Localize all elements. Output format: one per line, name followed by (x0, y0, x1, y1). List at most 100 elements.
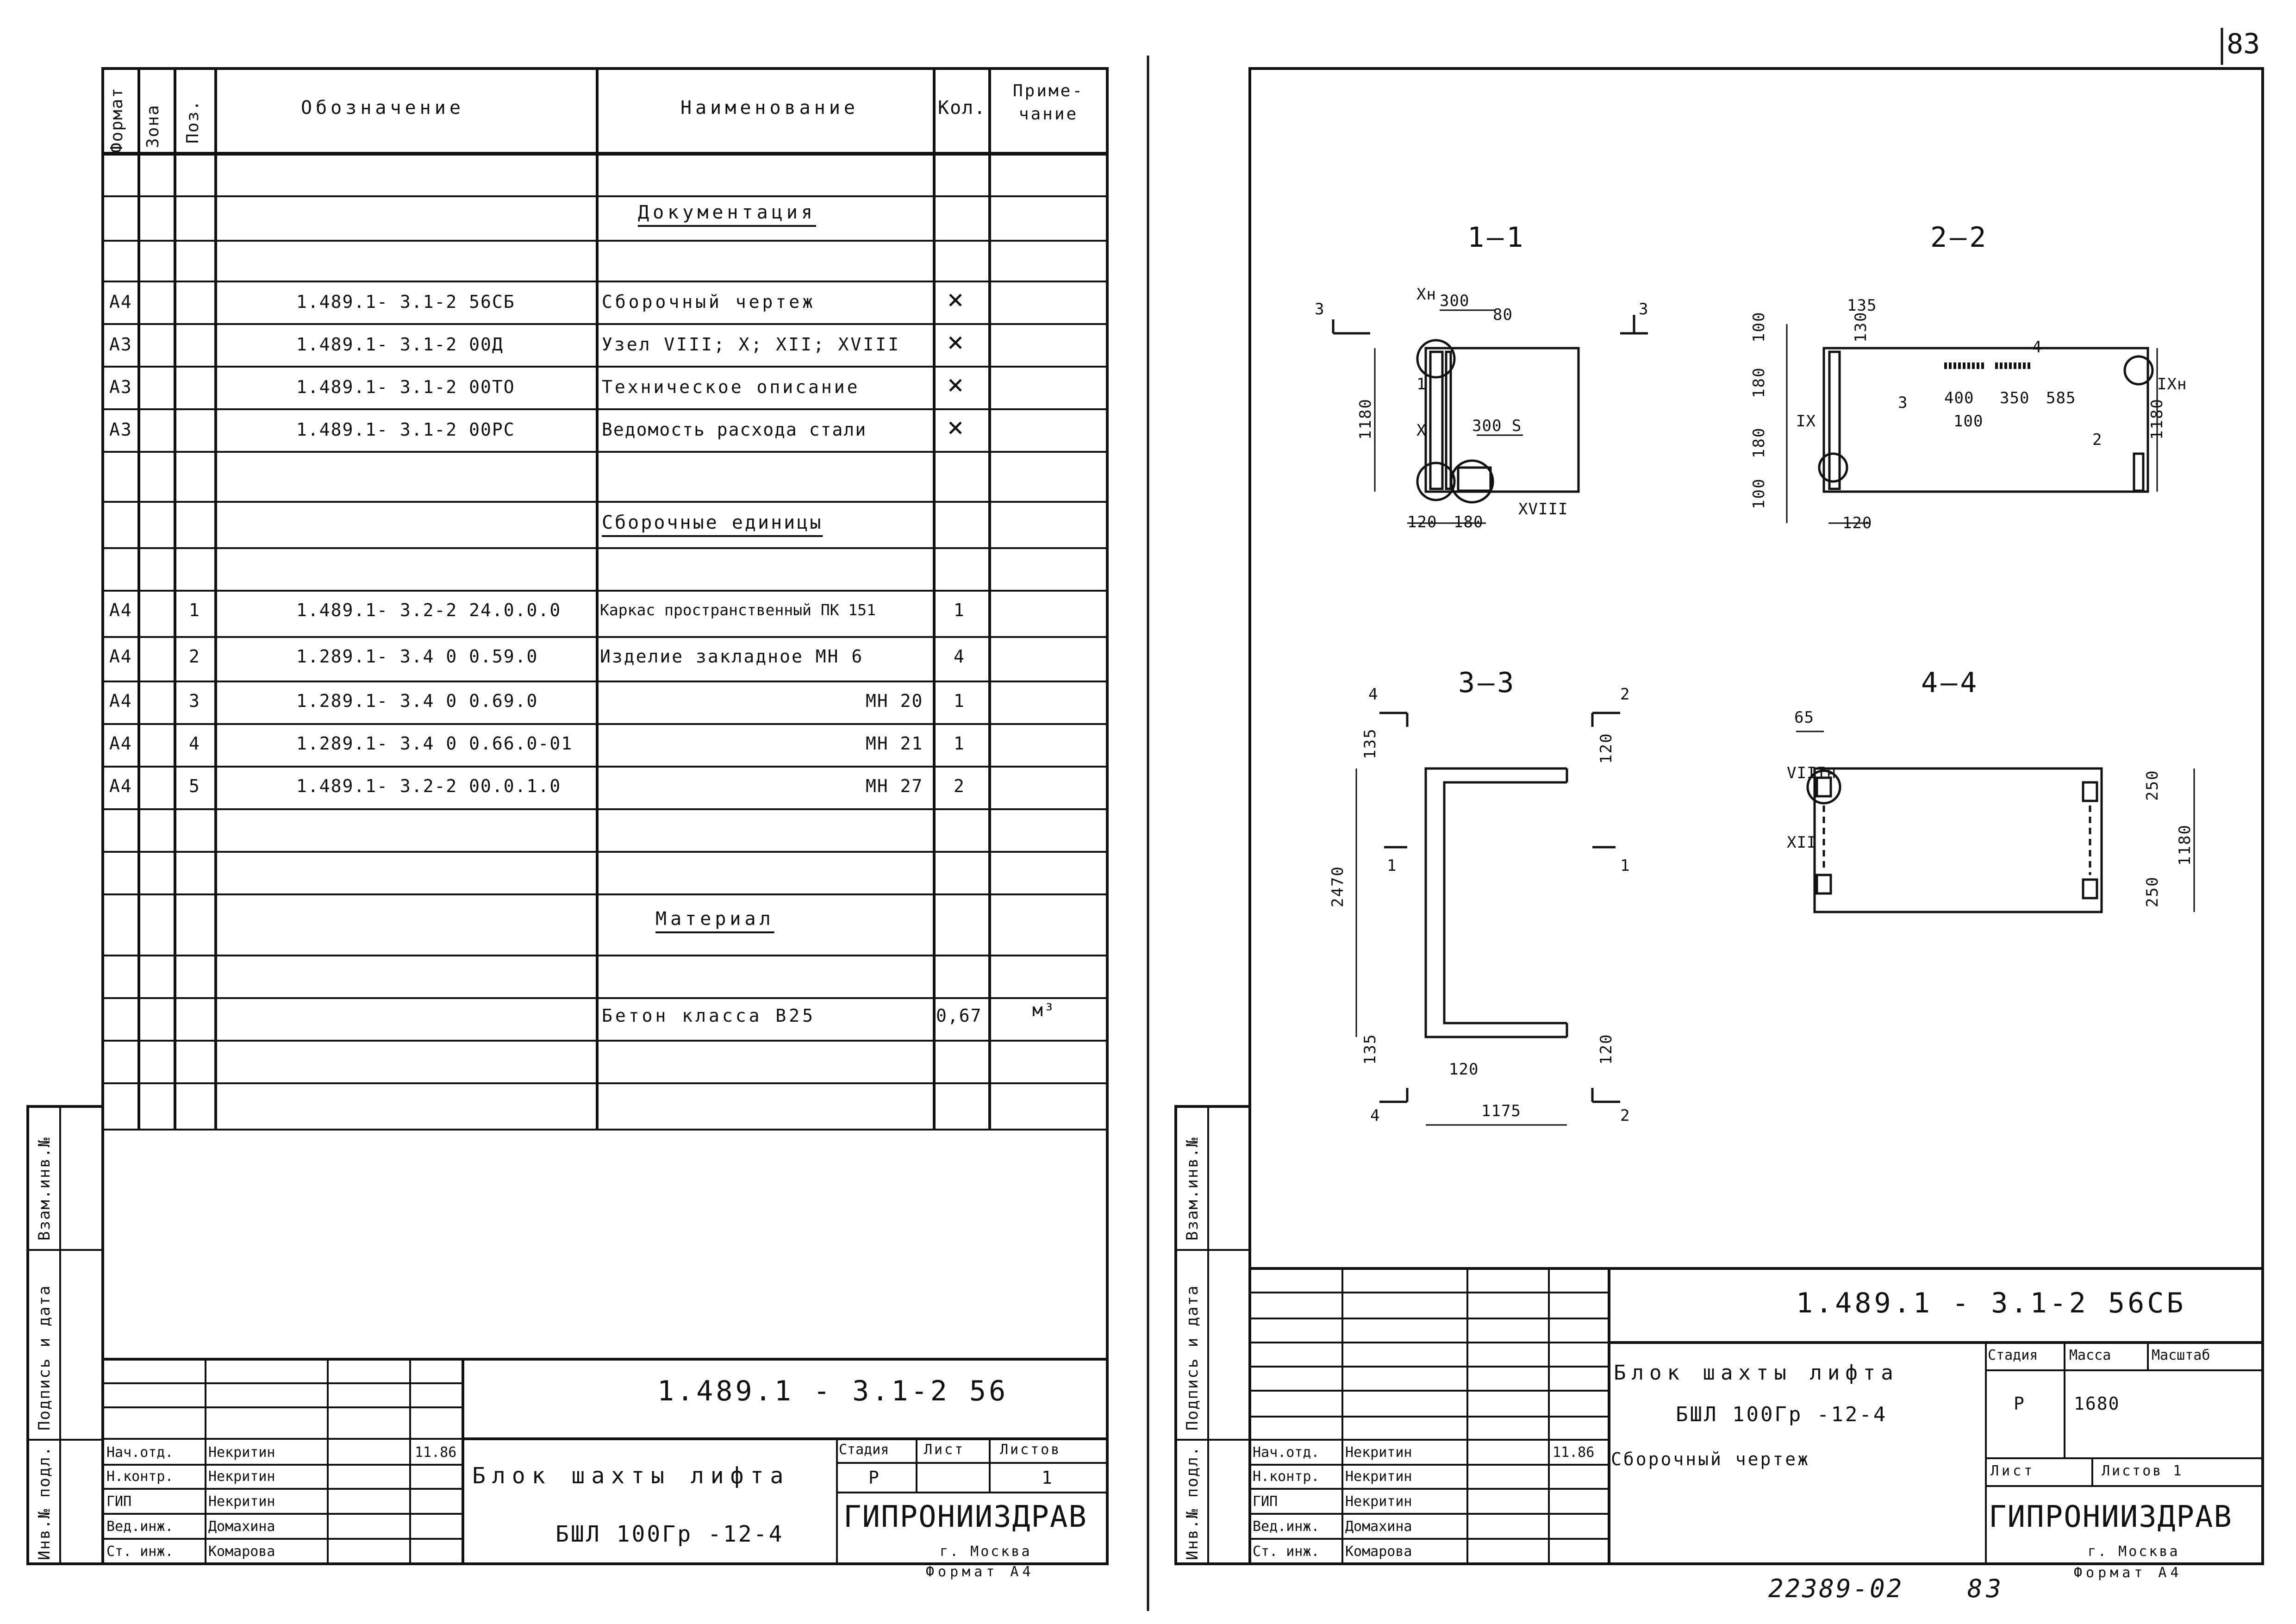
mark-label: IX (1796, 412, 1816, 431)
row-designation: 1.489.1- 3.2-2 00.0.1.0 (296, 776, 562, 796)
left-stage: Р (868, 1468, 880, 1488)
dim-label: 135 (1361, 728, 1379, 759)
dim-label: 135 (1847, 296, 1877, 315)
left-title-1: Блок шахты лифта (472, 1463, 790, 1489)
row-name: Ведомость расхода стали (602, 419, 867, 440)
dim-label: 120 (1407, 513, 1437, 531)
left-sheet-header: Лист (924, 1442, 965, 1458)
side-label-podpis: Подпись и дата (35, 1285, 54, 1430)
right-role: Вед.инж. (1253, 1518, 1320, 1535)
row-format: А4 (109, 600, 132, 620)
right-title-2: БШЛ 100Гр -12-4 (1676, 1403, 1888, 1426)
dim-label: 120 (1842, 514, 1872, 532)
dim-label: 1180 (2148, 398, 2166, 440)
left-sheet: 1 (1042, 1468, 1053, 1488)
dim-label: 65 (1794, 708, 1814, 727)
mark-label: 1 (1387, 856, 1397, 875)
section-3-3 (1355, 712, 1620, 1126)
row-mark: × (947, 411, 967, 443)
dim-label: 250 (2143, 876, 2162, 907)
row-designation: 1.489.1- 3.1-2 00ТО (296, 377, 515, 397)
row-name: Сборочный чертеж (602, 292, 816, 312)
row-designation: 1.489.1- 3.1-2 00РС (296, 419, 515, 440)
col-name-header: Наименование (680, 97, 859, 119)
section-label-3-3: 3—3 (1458, 667, 1517, 699)
mark-label: Xн (1416, 285, 1436, 304)
dim-label: 135 (1361, 1033, 1379, 1065)
row-name: МН 21 (866, 733, 923, 754)
row-qty: 1 (954, 733, 965, 754)
row-name: Узел VIII; X; XII; XVIII (602, 334, 901, 355)
dim-label: 80 (1493, 306, 1513, 324)
archive-number: 22389-02 (1768, 1574, 1904, 1603)
section-material: Материал (655, 908, 774, 930)
bottom-page-number: 83 (1967, 1574, 2005, 1603)
left-org: ГИПРОНИИЗДРАВ (843, 1500, 1087, 1534)
row-qty: 4 (954, 646, 965, 667)
material-name: Бетон класса В25 (602, 1006, 816, 1026)
right-date: 11.86 (1553, 1444, 1595, 1461)
dim-label: 180 (1750, 427, 1768, 458)
mark-label: VIIIн (1787, 764, 1837, 782)
left-title-2: БШЛ 100Гр -12-4 (555, 1521, 784, 1547)
mark-label: 4 (1370, 1106, 1380, 1125)
left-person: Некритин (208, 1444, 275, 1461)
dim-label: 100 (1750, 478, 1768, 509)
row-format: А4 (109, 691, 132, 711)
section-label-1-1: 1—1 (1467, 221, 1526, 254)
dim-label: 120 (1449, 1060, 1479, 1079)
dim-label: 100 (1750, 311, 1768, 343)
section-documentation: Документация (638, 202, 816, 223)
left-frame (101, 67, 1109, 1565)
row-name: Техническое описание (602, 377, 860, 397)
row-format: А4 (109, 776, 132, 796)
section-1-1 (1332, 309, 1648, 524)
row-designation: 1.289.1- 3.4 0 0.59.0 (296, 646, 538, 667)
dim-label: 585 (2046, 389, 2076, 407)
right-mass-header: Масса (2069, 1347, 2111, 1363)
mark-label: 1 (1620, 856, 1630, 875)
row-designation: 1.289.1- 3.4 0 0.69.0 (296, 691, 538, 711)
mark-label: 1 (1416, 375, 1427, 394)
right-person: Некритин (1345, 1493, 1412, 1510)
right-title-1: Блок шахты лифта (1614, 1361, 1899, 1385)
mark-label: IXн (2157, 375, 2187, 394)
row-pos: 4 (189, 733, 200, 754)
right-person: Некритин (1345, 1444, 1412, 1461)
section-label-4-4: 4—4 (1921, 667, 1980, 699)
section-label-2-2: 2—2 (1930, 221, 1989, 254)
side-label-inv: Инв.№ подл. (35, 1445, 54, 1560)
material-qty: 0,67 (936, 1006, 982, 1026)
mark-label: 2 (1620, 685, 1630, 704)
dim-label: 100 (1953, 412, 1984, 431)
page-number: 83 (2227, 28, 2260, 60)
row-mark: × (947, 369, 967, 401)
right-stage: Р (2014, 1393, 2025, 1414)
right-mass: 1680 (2074, 1393, 2120, 1414)
mark-label: 3 (1315, 300, 1325, 319)
left-role: Вед.инж. (106, 1518, 174, 1535)
side-label-inv: Инв.№ подл. (1183, 1445, 1202, 1560)
mark-label: 3 (1639, 300, 1649, 319)
row-designation: 1.489.1- 3.1-2 00Д (296, 334, 504, 355)
right-format: Формат А4 (2074, 1565, 2183, 1581)
row-qty: 1 (954, 600, 965, 620)
left-person: Некритин (208, 1468, 275, 1485)
dim-label: 130 (1852, 311, 1870, 343)
row-format: А3 (109, 334, 132, 355)
mark-label: 4 (1368, 685, 1379, 704)
right-role: Нач.отд. (1253, 1444, 1320, 1461)
side-label-podpis: Подпись и дата (1183, 1285, 1202, 1430)
right-frame (1248, 67, 2264, 1565)
dim-label: 250 (2143, 769, 2162, 801)
col-zone-header: Зона (144, 104, 162, 148)
row-name: Каркас пространственный ПК 151 (600, 601, 876, 619)
dim-label: 1180 (2176, 824, 2194, 866)
right-city: г. Москва (2088, 1543, 2180, 1560)
right-sheet-header: Лист (1990, 1463, 2035, 1479)
section-4-4 (1796, 731, 2195, 913)
dim-label: 1180 (1356, 398, 1375, 440)
side-label-vzam: Взам.инв.№ (35, 1137, 54, 1241)
left-doc-code: 1.489.1 - 3.1-2 56 (657, 1375, 1009, 1407)
